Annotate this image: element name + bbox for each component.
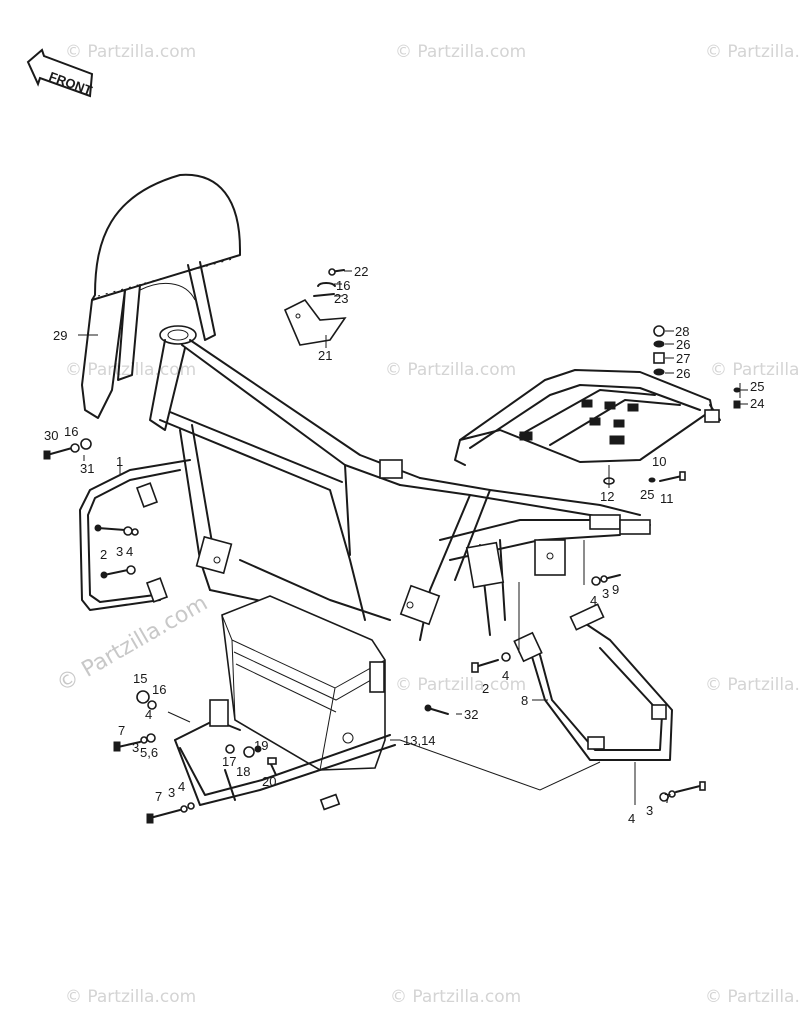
part-label-29: 29 xyxy=(53,328,67,343)
part-label-4: 4 xyxy=(628,811,635,826)
part-label-26: 26 xyxy=(676,337,690,352)
leader-lines xyxy=(78,270,748,805)
part-label-7: 7 xyxy=(118,723,125,738)
watermark-text: © Partzilla.com xyxy=(705,42,800,62)
part-label-24: 24 xyxy=(750,396,764,411)
part-label-27: 27 xyxy=(676,351,690,366)
watermark-text: © Partzilla.com xyxy=(65,987,196,1007)
part-labels: 29 30 16 31 1 22 16 23 21 28 26 27 26 25… xyxy=(44,264,764,826)
part-label-3: 3 xyxy=(132,740,139,755)
left-lower-guard xyxy=(174,699,396,811)
part-label-22: 22 xyxy=(354,264,368,279)
part-label-3: 3 xyxy=(646,803,653,818)
part-label-4: 4 xyxy=(126,544,133,559)
part-label-13-14: 13,14 xyxy=(403,733,436,748)
part-label-1: 1 xyxy=(116,454,123,469)
left-engine-guard xyxy=(79,459,191,611)
part-label-28: 28 xyxy=(675,324,689,339)
part-label-16: 16 xyxy=(336,278,350,293)
watermark-text: © Partzilla.com xyxy=(710,360,800,380)
watermark-text: © Partzilla.com xyxy=(395,42,526,62)
part-label-16: 16 xyxy=(152,682,166,697)
part-label-11: 11 xyxy=(660,491,674,506)
part-label-4: 4 xyxy=(145,707,152,722)
watermark-text: © Partzilla.com xyxy=(705,675,800,695)
part-label-7: 7 xyxy=(664,791,671,806)
part-label-25: 25 xyxy=(640,487,654,502)
part-label-4: 4 xyxy=(590,593,597,608)
part-label-31: 31 xyxy=(80,461,94,476)
watermark-text: © Partzilla.com xyxy=(65,42,196,62)
watermark-text: © Partzilla.com xyxy=(705,987,800,1007)
watermark-text: © Partzilla.com xyxy=(65,360,196,380)
part-label-23: 23 xyxy=(334,291,348,306)
part-label-7: 7 xyxy=(155,789,162,804)
watermark-text: © Partzilla.com xyxy=(395,675,526,695)
part-label-18: 18 xyxy=(236,764,250,779)
part-label-8: 8 xyxy=(521,693,528,708)
part-label-2: 2 xyxy=(482,681,489,696)
part-label-3: 3 xyxy=(116,544,123,559)
part-label-21: 21 xyxy=(318,348,332,363)
part-label-30: 30 xyxy=(44,428,58,443)
saddlebag xyxy=(221,595,386,771)
watermark-text: © Partzilla.com xyxy=(385,360,516,380)
bracket-21 xyxy=(283,298,347,346)
part-label-4: 4 xyxy=(178,779,185,794)
part-label-16: 16 xyxy=(64,424,78,439)
part-label-17: 17 xyxy=(222,754,236,769)
part-label-10: 10 xyxy=(652,454,666,469)
part-label-15: 15 xyxy=(133,671,147,686)
part-label-12: 12 xyxy=(600,489,614,504)
right-engine-guard xyxy=(513,603,673,761)
watermark-text: © Partzilla.com xyxy=(390,987,521,1007)
rear-carrier xyxy=(454,369,721,466)
windshield xyxy=(81,173,241,419)
part-label-5-6: 5,6 xyxy=(140,745,158,760)
part-label-25: 25 xyxy=(750,379,764,394)
part-label-19: 19 xyxy=(254,738,268,753)
part-label-3: 3 xyxy=(168,785,175,800)
watermarks: © Partzilla.com © Partzilla.com © Partzi… xyxy=(53,42,800,1007)
hardware xyxy=(43,268,741,824)
part-label-20: 20 xyxy=(262,774,276,789)
part-label-32: 32 xyxy=(464,707,478,722)
part-label-26: 26 xyxy=(676,366,690,381)
part-label-4: 4 xyxy=(502,668,509,683)
part-label-9: 9 xyxy=(612,582,619,597)
part-label-3: 3 xyxy=(602,586,609,601)
part-label-2: 2 xyxy=(100,547,107,562)
